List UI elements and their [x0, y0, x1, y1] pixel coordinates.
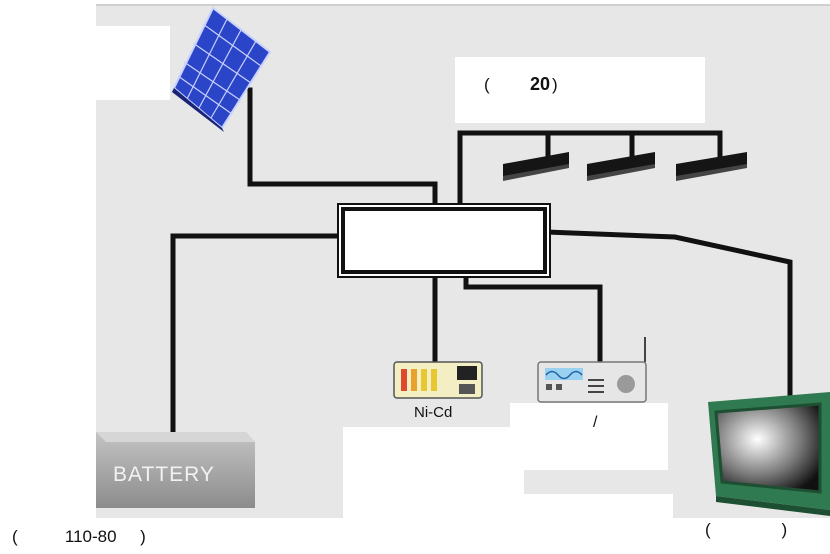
nicd-label: Ni-Cd — [414, 404, 453, 421]
bottom-left-label: ( 110-80 ) — [12, 527, 146, 546]
wire-tv — [543, 229, 793, 415]
nicd-label-box — [343, 427, 524, 494]
battery-icon — [96, 432, 255, 508]
radio-slash-label: / — [593, 414, 598, 431]
wire-radio — [463, 269, 603, 365]
wires — [170, 87, 793, 443]
tv-icon — [708, 392, 830, 516]
bottom-label-box — [343, 494, 673, 528]
solar-panel-icon — [172, 6, 272, 132]
wire-battery — [170, 233, 345, 443]
top-border — [96, 4, 830, 6]
lighting-label-box — [455, 57, 705, 123]
solar-label-box — [96, 26, 170, 100]
nicd-charger-icon — [393, 361, 483, 399]
battery-label: BATTERY — [113, 463, 215, 486]
radio-label-box — [510, 403, 668, 470]
wire-solar — [247, 87, 438, 211]
controller-box — [337, 203, 551, 278]
wire-lamps — [457, 130, 723, 211]
radio-icon — [537, 337, 647, 403]
lighting-open-paren: ( — [484, 75, 490, 94]
lighting-count: 20 — [530, 74, 551, 94]
bottom-right-label: ( ) — [705, 520, 788, 539]
lamp-icon — [503, 152, 747, 181]
lighting-close-paren: ) — [552, 75, 558, 94]
